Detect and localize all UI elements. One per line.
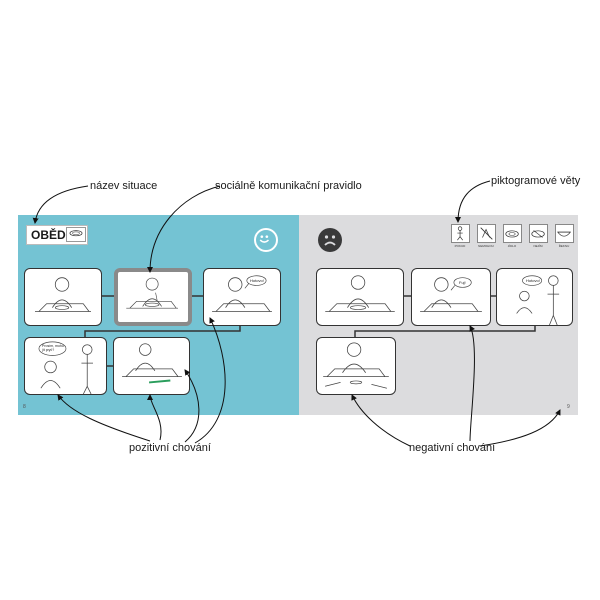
social-rule-label: sociálně komunikační pravidlo	[215, 180, 362, 192]
person-hand-icon	[451, 224, 470, 243]
happy-face-icon	[254, 228, 278, 252]
child-leaving-illustration	[516, 275, 560, 325]
child-eating-illustration	[325, 275, 395, 312]
positive-frame-5	[113, 337, 190, 395]
speech-bubble-text: Hotovo!	[250, 278, 264, 283]
positive-frame-2	[114, 268, 192, 326]
plate-icon	[503, 224, 522, 243]
speech-bubble-text: Prosím, mohu jít pryč?	[42, 344, 64, 352]
speech-bubble-text: Hotovo!	[526, 278, 540, 283]
situation-name-label: název situace	[90, 180, 158, 192]
title-plate-icon	[66, 227, 86, 242]
child-eating-illustration	[35, 277, 91, 312]
page-number-right: 9	[567, 404, 570, 410]
positive-frame-1	[24, 268, 102, 326]
situation-title: OBĚD	[31, 228, 66, 242]
picto-label-4: NEJÍM	[533, 244, 543, 248]
crossed-hand-icon	[477, 224, 496, 243]
negative-frame-1	[316, 268, 404, 326]
picto-label-1: POKUD	[454, 244, 466, 248]
positive-frame-3: Hotovo!	[203, 268, 281, 326]
positive-frame-4: Prosím, mohu jít pryč?	[24, 337, 107, 395]
negative-frame-2: Fuj!	[411, 268, 491, 326]
bowl-icon	[555, 224, 574, 243]
child-finished-illustration	[212, 275, 272, 312]
child-refusing-illustration	[420, 277, 482, 312]
spilled-food-illustration	[323, 342, 389, 389]
picto-label-2: NEMOHOU	[478, 244, 494, 248]
pictogram-sentences-label: piktogramové věty	[491, 175, 581, 187]
empty-table-illustration	[122, 343, 182, 384]
negative-frame-4	[316, 337, 396, 395]
negative-behavior-label: negativní chování	[409, 442, 496, 454]
speech-bubble-text: Fuj!	[459, 280, 466, 285]
sad-face-icon	[318, 228, 342, 252]
positive-behavior-label: pozitivní chování	[129, 442, 211, 454]
picto-label-3: JÍDLO	[507, 244, 517, 248]
plate-icon	[529, 224, 548, 243]
picto-label-5: ŘEKNU	[558, 244, 570, 248]
child-asking-illustration	[38, 341, 94, 394]
negative-frame-3: Hotovo!	[496, 268, 573, 326]
page-number-left: 8	[23, 404, 26, 410]
child-eating-illustration	[126, 277, 178, 309]
